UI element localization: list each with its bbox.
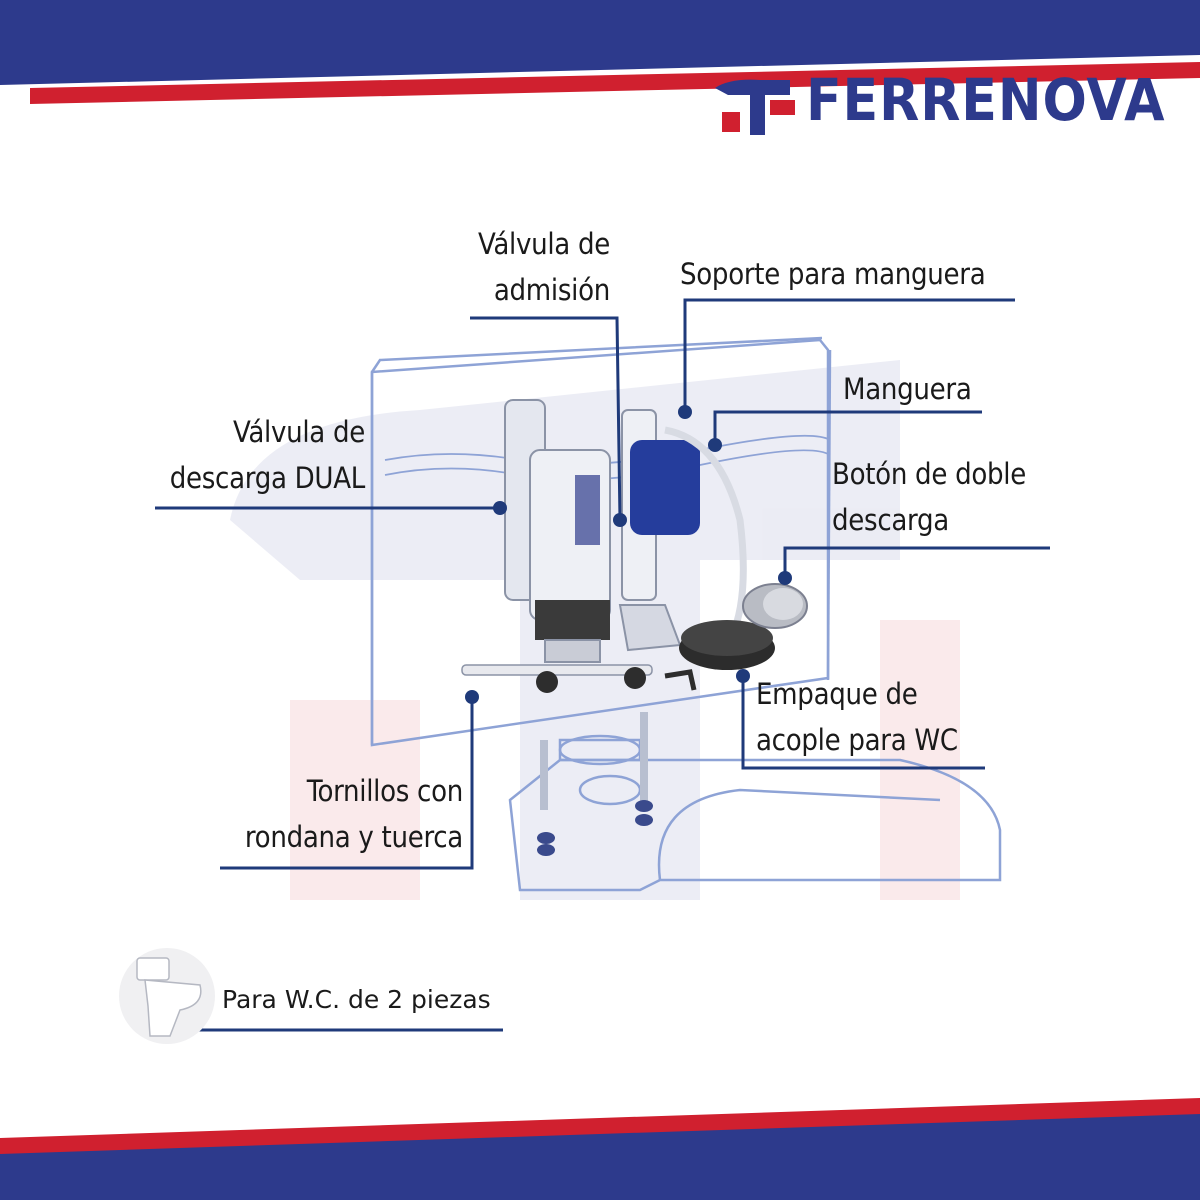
- top-red-stripe: [30, 62, 1200, 104]
- two-piece-toilet-icon: [119, 948, 215, 1044]
- label-dual-button-line1: Botón de doble: [832, 457, 1026, 491]
- bottom-blue-stripe: [0, 1112, 1200, 1200]
- label-flush-valve: Válvula de descarga DUAL: [169, 409, 366, 501]
- label-admission-valve: Válvula de admisión: [478, 221, 610, 313]
- gasket-drawing: [679, 620, 775, 670]
- label-gasket-line1: Empaque de: [756, 677, 918, 711]
- top-blue-stripe: [0, 0, 1200, 85]
- label-screws-line1: Tornillos con: [306, 774, 464, 808]
- leader-hose: [713, 410, 982, 445]
- label-screws-line2: rondana y tuerca: [244, 820, 463, 854]
- label-flush-valve-line1: Válvula de: [233, 415, 365, 449]
- label-admission-line2: admisión: [493, 273, 610, 307]
- label-gasket-line2: acople para WC: [756, 723, 958, 757]
- label-hose-support: Soporte para manguera: [680, 257, 986, 291]
- label-dual-button-line2: descarga: [832, 503, 949, 537]
- leader-screws: [220, 697, 474, 870]
- leader-lines: [155, 298, 1050, 1032]
- bottom-red-stripe: [0, 1098, 1200, 1154]
- leader-dots: [173, 405, 792, 1039]
- label-hose: Manguera: [843, 372, 972, 406]
- fill-valve-drawing: [618, 409, 747, 652]
- label-screws: Tornillos con rondana y tuerca: [245, 768, 463, 860]
- leader-admission: [470, 316, 622, 521]
- dual-button-drawing: [742, 583, 808, 629]
- ferrenova-logo-icon: [715, 79, 795, 135]
- label-gasket: Empaque de acople para WC: [756, 671, 958, 763]
- two-piece-note: Para W.C. de 2 piezas: [222, 985, 491, 1014]
- screws-drawing: [461, 664, 697, 856]
- brand-wordmark: FERRENOVA: [806, 66, 1166, 134]
- leader-gasket: [741, 676, 985, 770]
- label-flush-valve-line2: descarga DUAL: [169, 461, 366, 495]
- leader-button: [783, 546, 1050, 578]
- label-admission-line1: Válvula de: [478, 227, 610, 261]
- flush-valve-drawing: [504, 399, 611, 663]
- leader-hose-support: [683, 298, 1015, 412]
- label-dual-button: Botón de doble descarga: [832, 451, 1026, 543]
